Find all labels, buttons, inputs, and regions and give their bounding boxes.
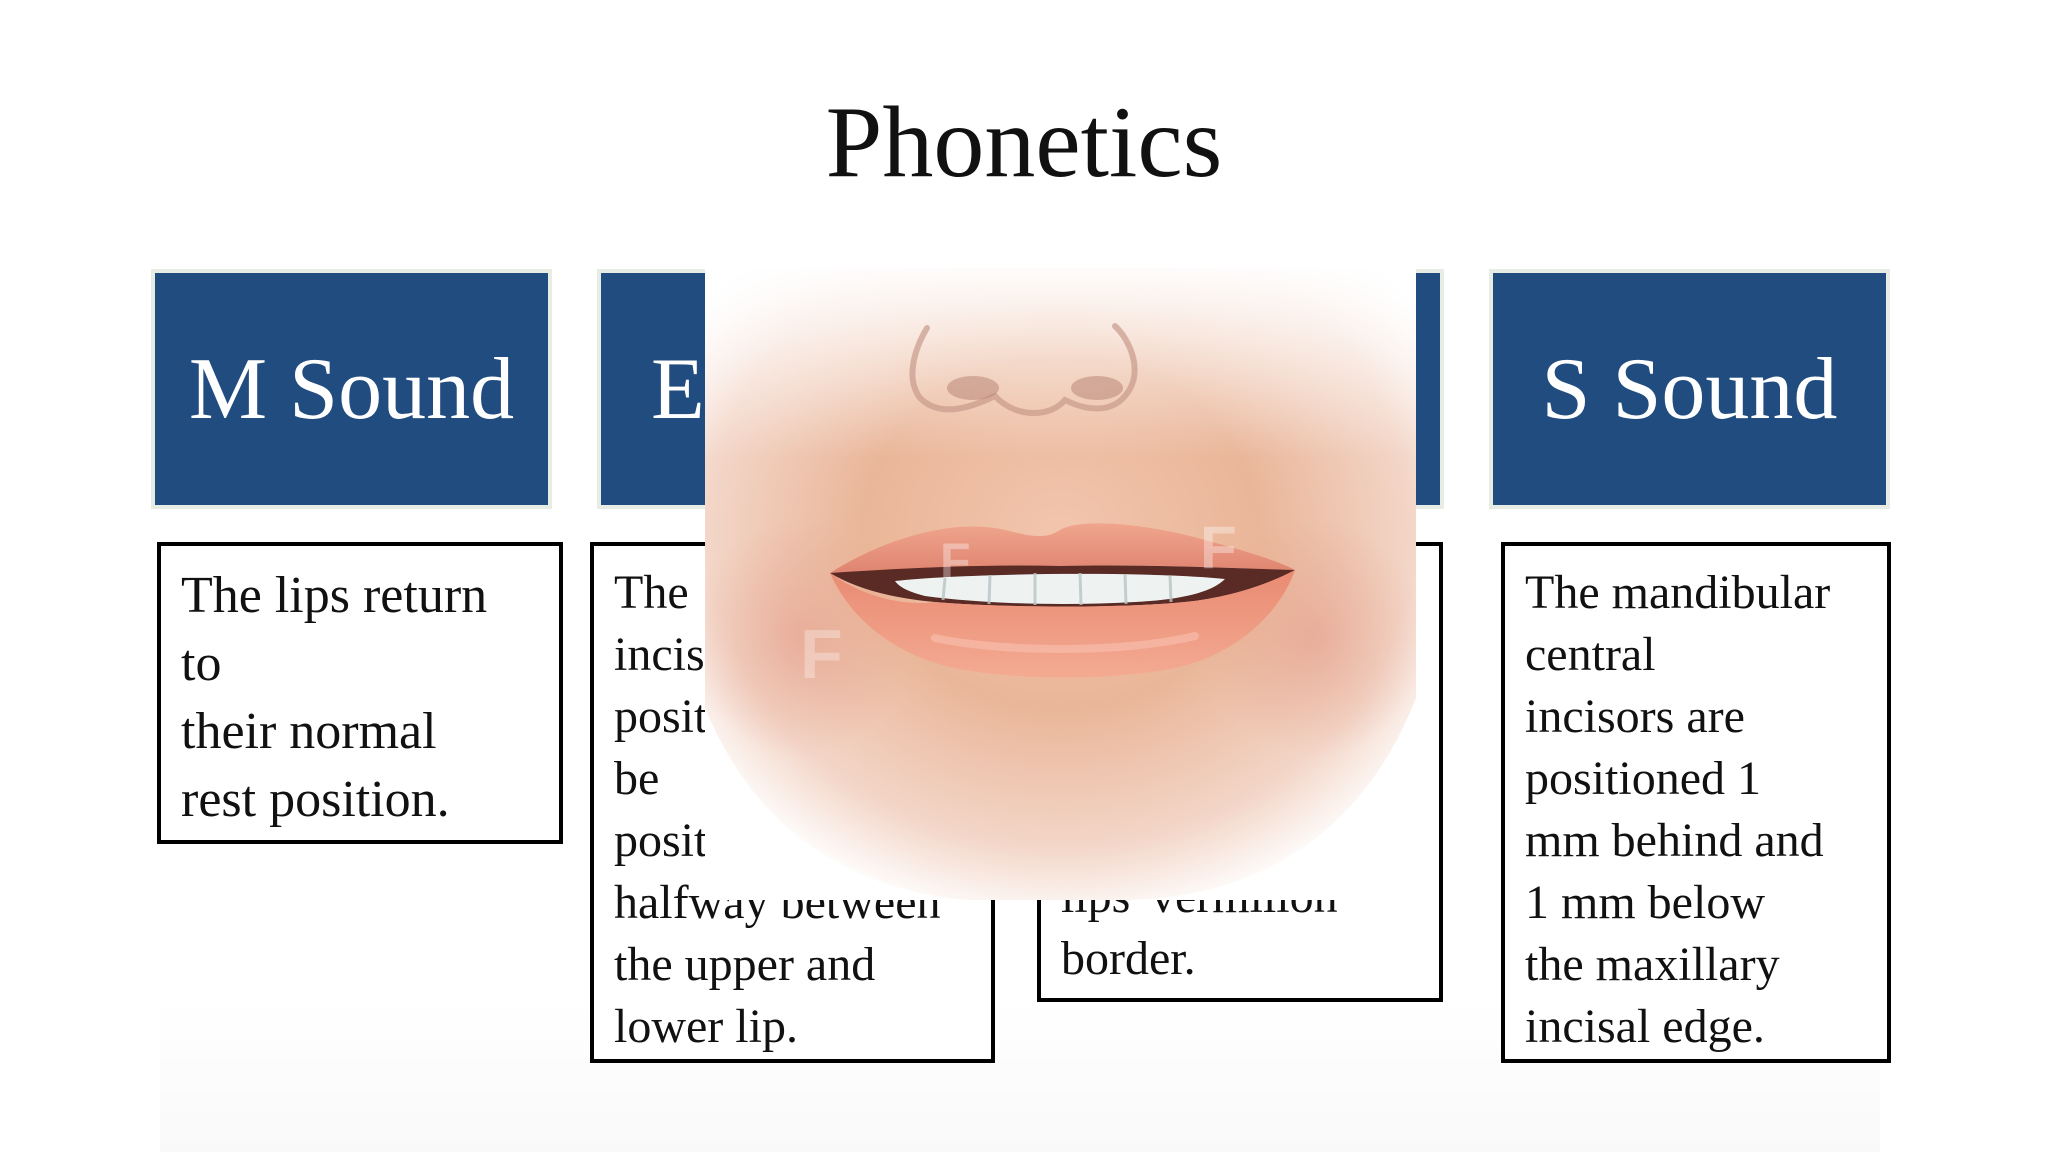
- m-sound-description: The lips return to their normal rest pos…: [157, 542, 563, 844]
- watermark-glyph: F: [800, 615, 843, 693]
- description-line: posit: [614, 690, 708, 743]
- description-line: incisors are: [1525, 690, 1745, 743]
- lips-smile-image: F F F: [705, 268, 1416, 900]
- description-line: be: [614, 752, 660, 805]
- m-sound-header: M Sound: [151, 269, 552, 509]
- description-line: the maxillary: [1525, 938, 1780, 991]
- lips-smile-illustration: F F F: [705, 268, 1416, 900]
- description-line: central: [1525, 628, 1656, 681]
- description-line: mm behind and: [1525, 814, 1824, 867]
- s-sound-description: The mandibular central incisors are posi…: [1501, 542, 1891, 1063]
- watermark-glyph: F: [1200, 514, 1237, 581]
- description-line: The mandibular: [1525, 566, 1831, 619]
- slide-title: Phonetics: [825, 86, 1223, 199]
- s-sound-heading: S Sound: [1541, 340, 1838, 438]
- description-line: incis: [614, 628, 705, 681]
- description-line: posit: [614, 814, 708, 867]
- watermark-glyph: F: [940, 533, 971, 589]
- description-line: The lips return: [181, 567, 488, 624]
- description-line: incisal edge.: [1525, 1000, 1765, 1053]
- e-sound-heading: E: [651, 340, 705, 438]
- m-sound-heading: M Sound: [188, 340, 515, 438]
- description-line: the upper and: [614, 938, 876, 991]
- description-line: The: [614, 566, 689, 619]
- description-line: border.: [1061, 932, 1196, 985]
- s-sound-header: S Sound: [1489, 269, 1890, 509]
- description-line: rest position.: [181, 771, 450, 828]
- description-line: 1 mm below: [1525, 876, 1765, 929]
- description-line: to: [181, 635, 222, 692]
- description-line: positioned 1: [1525, 752, 1761, 805]
- description-line: their normal: [181, 703, 437, 760]
- description-line: lower lip.: [614, 1000, 798, 1053]
